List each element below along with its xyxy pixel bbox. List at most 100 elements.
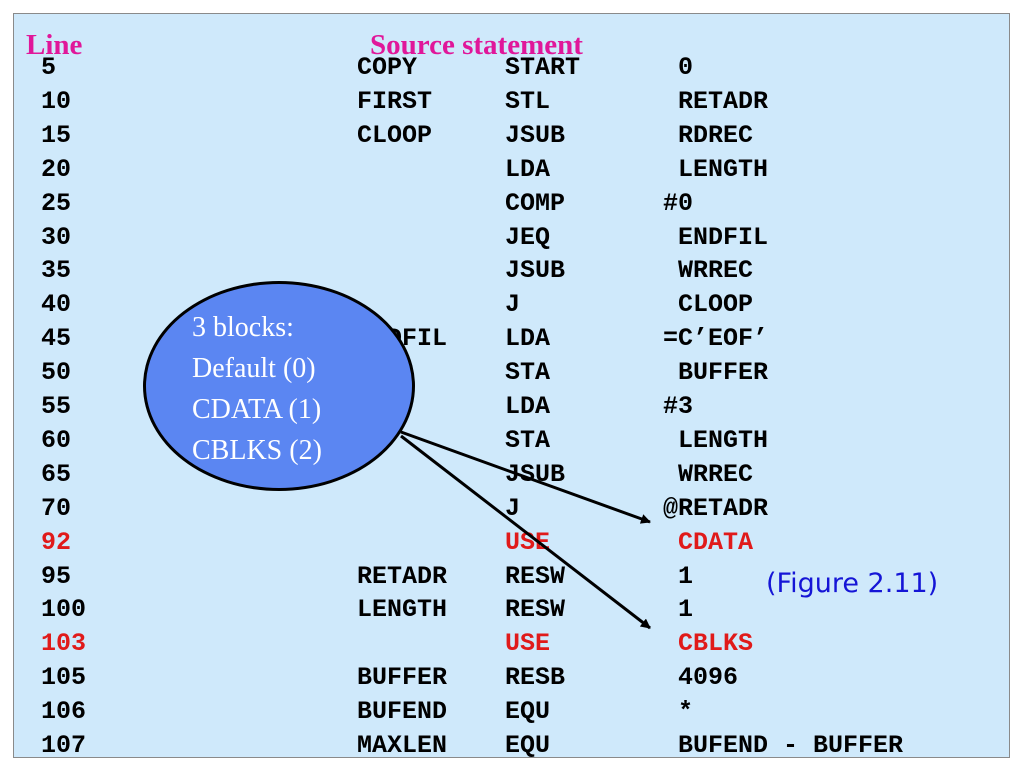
line-number: 92	[41, 527, 72, 557]
source-line: 30 JEQ ENDFIL	[14, 221, 1009, 255]
line-number: 10	[41, 86, 72, 116]
figure-reference: (Figure 2.11)	[766, 568, 939, 599]
source-column-header: Source statement	[370, 29, 583, 61]
operand-field: WRREC	[663, 459, 754, 489]
label-field: LENGTH	[357, 595, 448, 625]
opcode-field: START	[505, 53, 581, 82]
source-line: 106 BUFEND EQU *	[14, 695, 1009, 729]
source-line: 105 BUFFER RESB 4096	[14, 661, 1009, 695]
callout-line: Default (0)	[192, 353, 316, 384]
line-number: 25	[41, 188, 72, 218]
source-line: 25 COMP #0	[14, 187, 1009, 221]
operand-field: BUFFER	[663, 358, 769, 388]
line-number: 95	[41, 561, 72, 591]
opcode-field: EQU	[505, 697, 551, 727]
opcode-field: RESW	[505, 595, 566, 625]
label-field: CLOOP	[357, 120, 433, 150]
line-number: 45	[41, 324, 72, 354]
opcode-field: STA	[505, 425, 551, 455]
opcode-field: JSUB	[505, 120, 566, 150]
source-line: 10 FIRST STL RETADR	[14, 85, 1009, 119]
line-number: 5	[41, 53, 57, 82]
label-field: RETADR	[357, 561, 448, 591]
source-line: 100 LENGTH RESW 1	[14, 593, 1009, 627]
source-line: 107 MAXLEN EQU BUFEND - BUFFER	[14, 729, 1009, 763]
blocks-callout-text: 3 blocks: Default (0) CDATA (1) CBLKS (2…	[192, 307, 322, 471]
line-number: 40	[41, 290, 72, 320]
source-line: 20 LDA LENGTH	[14, 153, 1009, 187]
operand-field: LENGTH	[663, 425, 769, 455]
line-number: 30	[41, 222, 72, 252]
opcode-field: J	[505, 493, 521, 523]
opcode-field: RESW	[505, 561, 566, 591]
line-number: 50	[41, 358, 72, 388]
source-line: 5 COPY START 0	[14, 51, 1009, 85]
opcode-field: RESB	[505, 663, 566, 693]
source-line: 60 STA LENGTH	[14, 424, 1009, 458]
operand-field: CBLKS	[663, 629, 754, 659]
source-line: 15 CLOOP JSUB RDREC	[14, 119, 1009, 153]
source-line: 55 LDA #3	[14, 390, 1009, 424]
line-number: 20	[41, 154, 72, 184]
line-number: 35	[41, 256, 72, 286]
operand-field: =C’EOF’	[663, 324, 769, 354]
opcode-field: LDA	[505, 392, 551, 421]
operand-field: CLOOP	[663, 290, 754, 320]
opcode-field: STA	[505, 358, 551, 388]
operand-field: WRREC	[663, 256, 754, 286]
source-line: 95 RETADR RESW 1	[14, 560, 1009, 594]
line-number: 103	[41, 629, 87, 659]
opcode-field: LDA	[505, 324, 551, 354]
line-column-header: Line	[26, 29, 83, 61]
source-line: 70 J @RETADR	[14, 492, 1009, 526]
operand-field: #0	[663, 188, 694, 218]
operand-field: 1	[663, 595, 694, 625]
operand-field: BUFEND - BUFFER	[663, 731, 904, 760]
opcode-field: COMP	[505, 188, 566, 218]
opcode-field: J	[505, 290, 521, 320]
opcode-field: STL	[505, 86, 551, 116]
opcode-field: LDA	[505, 154, 551, 184]
source-line: 35 JSUB WRREC	[14, 254, 1009, 288]
operand-field: ENDFIL	[663, 222, 769, 252]
callout-line: 3 blocks:	[192, 312, 294, 343]
line-number: 70	[41, 493, 72, 523]
opcode-field: JEQ	[505, 222, 551, 252]
line-number: 105	[41, 663, 87, 693]
operand-field: #3	[663, 392, 694, 421]
line-number: 55	[41, 392, 72, 421]
opcode-field: EQU	[505, 731, 551, 760]
label-field: BUFEND	[357, 697, 448, 727]
operand-field: *	[663, 697, 694, 727]
label-field: COPY	[357, 53, 418, 82]
operand-field: @RETADR	[663, 493, 769, 523]
source-line: 103 USE CBLKS	[14, 627, 1009, 661]
source-line: 50 STA BUFFER	[14, 356, 1009, 390]
operand-field: CDATA	[663, 527, 754, 557]
opcode-field: USE	[505, 629, 551, 659]
opcode-field: JSUB	[505, 256, 566, 286]
blocks-callout	[143, 281, 415, 491]
source-line: 40 J CLOOP	[14, 288, 1009, 322]
line-number: 60	[41, 425, 72, 455]
operand-field: 4096	[663, 663, 739, 693]
line-number: 106	[41, 697, 87, 727]
operand-field: RETADR	[663, 86, 769, 116]
line-number: 100	[41, 595, 87, 625]
label-field: BUFFER	[357, 663, 448, 693]
line-number: 65	[41, 459, 72, 489]
line-number: 107	[41, 731, 87, 760]
arrow-to-cdata	[400, 430, 651, 524]
arrow-to-cblks	[400, 434, 651, 630]
operand-field: RDREC	[663, 120, 754, 150]
callout-line: CDATA (1)	[192, 394, 322, 425]
operand-field: 1	[663, 561, 694, 591]
operand-field: LENGTH	[663, 154, 769, 184]
label-field: FIRST	[357, 86, 433, 116]
callout-line: CBLKS (2)	[192, 435, 322, 466]
operand-field: 0	[663, 53, 694, 82]
line-number: 15	[41, 120, 72, 150]
label-field: MAXLEN	[357, 731, 448, 760]
